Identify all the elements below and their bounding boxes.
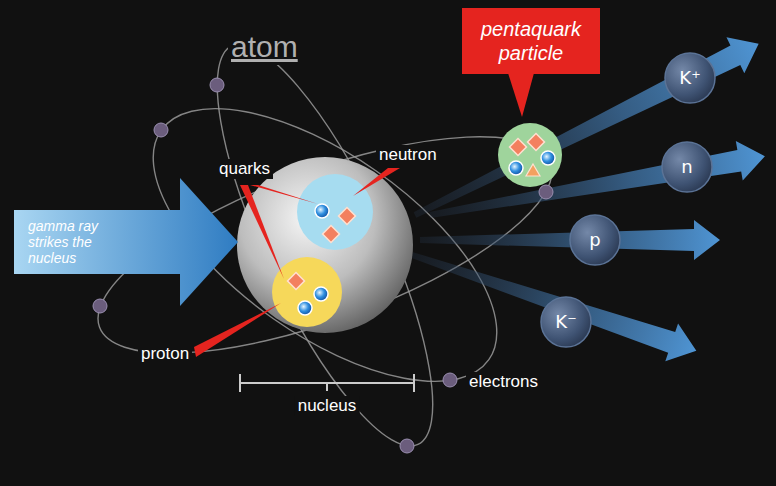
node-text: p: [589, 231, 600, 249]
quark: [510, 139, 527, 156]
electron: [93, 299, 107, 313]
part-label: nucleus: [295, 396, 360, 416]
particle-circle: p: [569, 214, 621, 266]
pentaquark-circle: [498, 123, 562, 187]
node-text: gamma ray strikes the nucleus: [28, 218, 124, 266]
particle-circle-shape: [662, 142, 712, 192]
gamma-arrow-polygon: [14, 178, 238, 306]
particle-circle-shape: [665, 53, 715, 103]
quark: [298, 301, 312, 315]
leader-wedge: [240, 185, 284, 279]
node-text: K⁻: [555, 313, 576, 331]
leader-wedge: [194, 303, 281, 357]
node-text: pentaquark particle: [471, 17, 591, 65]
part-label: proton: [138, 344, 192, 364]
beam-arrow: [406, 236, 703, 370]
leader-wedge: [508, 73, 534, 117]
proton-circle: [272, 257, 342, 327]
particle-circle: K⁻: [540, 296, 592, 348]
electron: [210, 78, 224, 92]
node-text: n: [681, 158, 692, 176]
quark: [339, 208, 356, 225]
part-label: neutron: [376, 145, 440, 165]
quark: [541, 151, 555, 165]
quark: [509, 161, 523, 175]
electron: [443, 373, 457, 387]
particle-circle: n: [661, 141, 713, 193]
quark: [315, 204, 329, 218]
emission-beams: [406, 26, 769, 370]
node-text: K⁺: [679, 69, 700, 87]
antiquark: [526, 164, 540, 176]
quark: [288, 273, 305, 290]
particle-circle-shape: [541, 297, 591, 347]
neutron-circle: [297, 174, 373, 250]
leader-wedge: [250, 185, 318, 204]
part-label: electrons: [466, 372, 541, 392]
electron: [154, 123, 168, 137]
callout-box: pentaquark particle: [462, 8, 600, 74]
particle-circle-shape: [570, 215, 620, 265]
nucleus-bracket: [240, 374, 414, 392]
part-label: atom: [228, 30, 301, 65]
pointer-wedges: [194, 73, 534, 357]
leader-wedge: [353, 168, 400, 196]
electron: [400, 439, 414, 453]
quark: [314, 287, 328, 301]
electron: [539, 185, 553, 199]
nucleus-sphere: [237, 157, 413, 333]
particle-circle: K⁺: [664, 52, 716, 104]
quark: [528, 134, 545, 151]
gamma-ray-arrow: gamma ray strikes the nucleus: [14, 178, 238, 306]
part-label: quarks: [216, 159, 273, 179]
quark: [323, 226, 340, 243]
